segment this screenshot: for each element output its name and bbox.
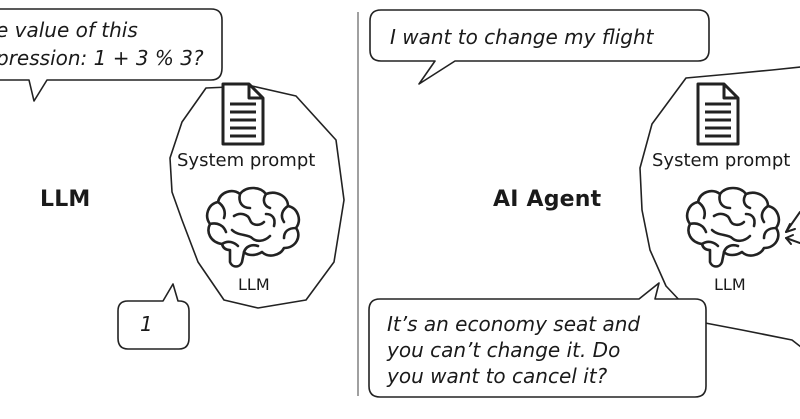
agent-brain-label: LLM: [714, 275, 746, 294]
llm-user-bubble-line-1: e value of this: [0, 18, 138, 42]
arrow-bottom-head-icon: [785, 234, 794, 245]
arrow-top-head-icon: [785, 223, 796, 233]
agent-user-bubble-shape: [369, 9, 710, 85]
llm-context-blob: [169, 85, 345, 309]
agent-reply-line-2: you can’t change it. Do: [387, 338, 621, 362]
right-brain-icon: [685, 186, 781, 268]
agent-context-blob: [639, 66, 800, 348]
arrow-bottom-icon: [785, 237, 800, 244]
agent-system-prompt-label: System prompt: [652, 150, 791, 171]
agent-user-bubble-text: I want to change my flight: [390, 25, 654, 49]
llm-reply-text: 1: [140, 312, 153, 336]
agent-panel-title: AI Agent: [493, 187, 602, 212]
llm-system-prompt-label: System prompt: [177, 150, 316, 171]
agent-reply-bubble-shape: [368, 282, 707, 398]
agent-reply-line-3: you want to cancel it?: [387, 364, 608, 388]
left-brain-icon: [205, 186, 301, 268]
llm-user-bubble-line-2: pression: 1 + 3 % 3?: [0, 46, 204, 70]
agent-reply-line-1: It’s an economy seat and: [387, 312, 641, 336]
llm-reply-bubble-shape: [117, 283, 190, 350]
llm-panel-title: LLM: [40, 187, 91, 212]
right-document-icon: [696, 82, 740, 146]
llm-brain-label: LLM: [238, 275, 270, 294]
left-document-icon: [221, 82, 265, 146]
llm-user-bubble-shape: [0, 8, 223, 102]
